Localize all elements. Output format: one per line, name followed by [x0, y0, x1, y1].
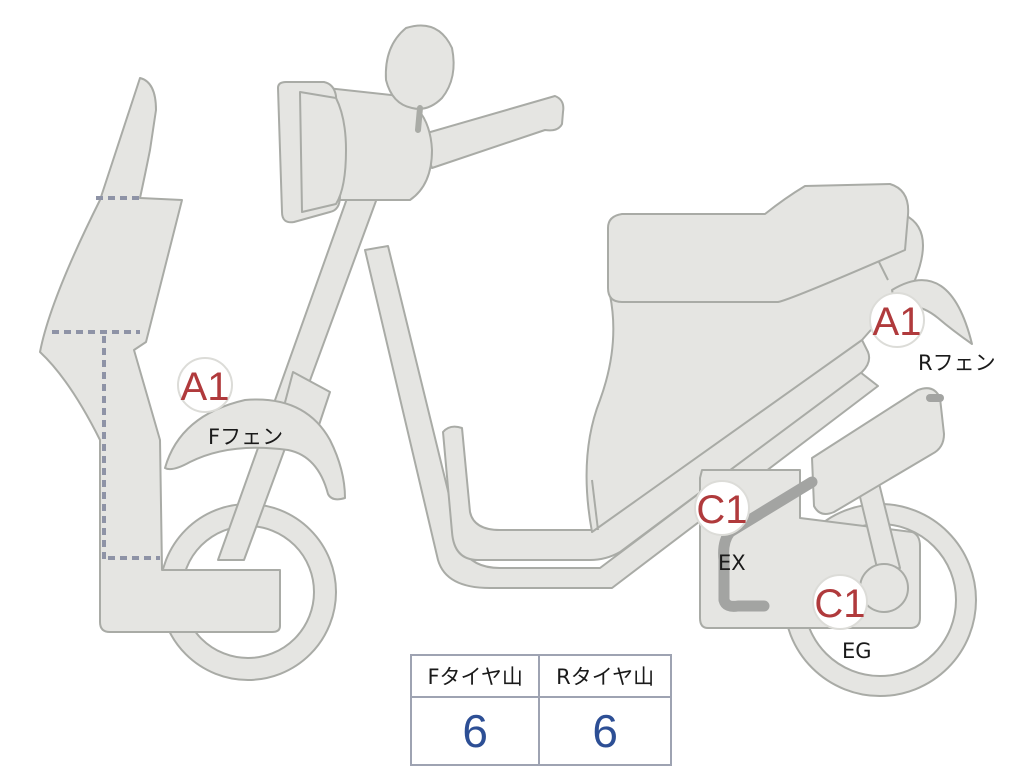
mirror — [384, 24, 455, 110]
marker-engine: C1 EG — [812, 574, 872, 663]
air-cleaner — [811, 387, 945, 515]
marker-label: Fフェン — [208, 425, 283, 449]
marker-front-fender: A1 Fフェン — [177, 357, 283, 449]
front-tire-value: 6 — [409, 696, 541, 766]
marker-code: A1 — [181, 365, 230, 409]
front-panel — [39, 77, 281, 633]
marker-label: EX — [718, 551, 746, 575]
marker-exhaust: C1 EX — [694, 480, 750, 575]
dotted-marks — [52, 196, 160, 560]
table-value-row: 6 6 — [409, 696, 672, 766]
marker-rear-fender: A1 Rフェン — [869, 292, 996, 375]
headlight-lens — [299, 91, 347, 213]
front-fender — [164, 398, 346, 501]
exhaust-pipe — [718, 476, 818, 612]
rear-tire-value: 6 — [538, 696, 672, 766]
rear-tire-header: Rタイヤ山 — [538, 654, 672, 698]
marker-label: EG — [842, 639, 872, 663]
front-tire-header: Fタイヤ山 — [409, 654, 541, 698]
marker-label: Rフェン — [918, 351, 996, 375]
marker-code: C1 — [696, 488, 747, 532]
seat — [607, 183, 910, 303]
marker-code: C1 — [814, 582, 865, 626]
tire-tread-table: Fタイヤ山 Rタイヤ山 6 6 — [409, 654, 672, 766]
table-header-row: Fタイヤ山 Rタイヤ山 — [409, 654, 672, 698]
handlebar — [419, 95, 565, 169]
marker-code: A1 — [873, 300, 922, 344]
